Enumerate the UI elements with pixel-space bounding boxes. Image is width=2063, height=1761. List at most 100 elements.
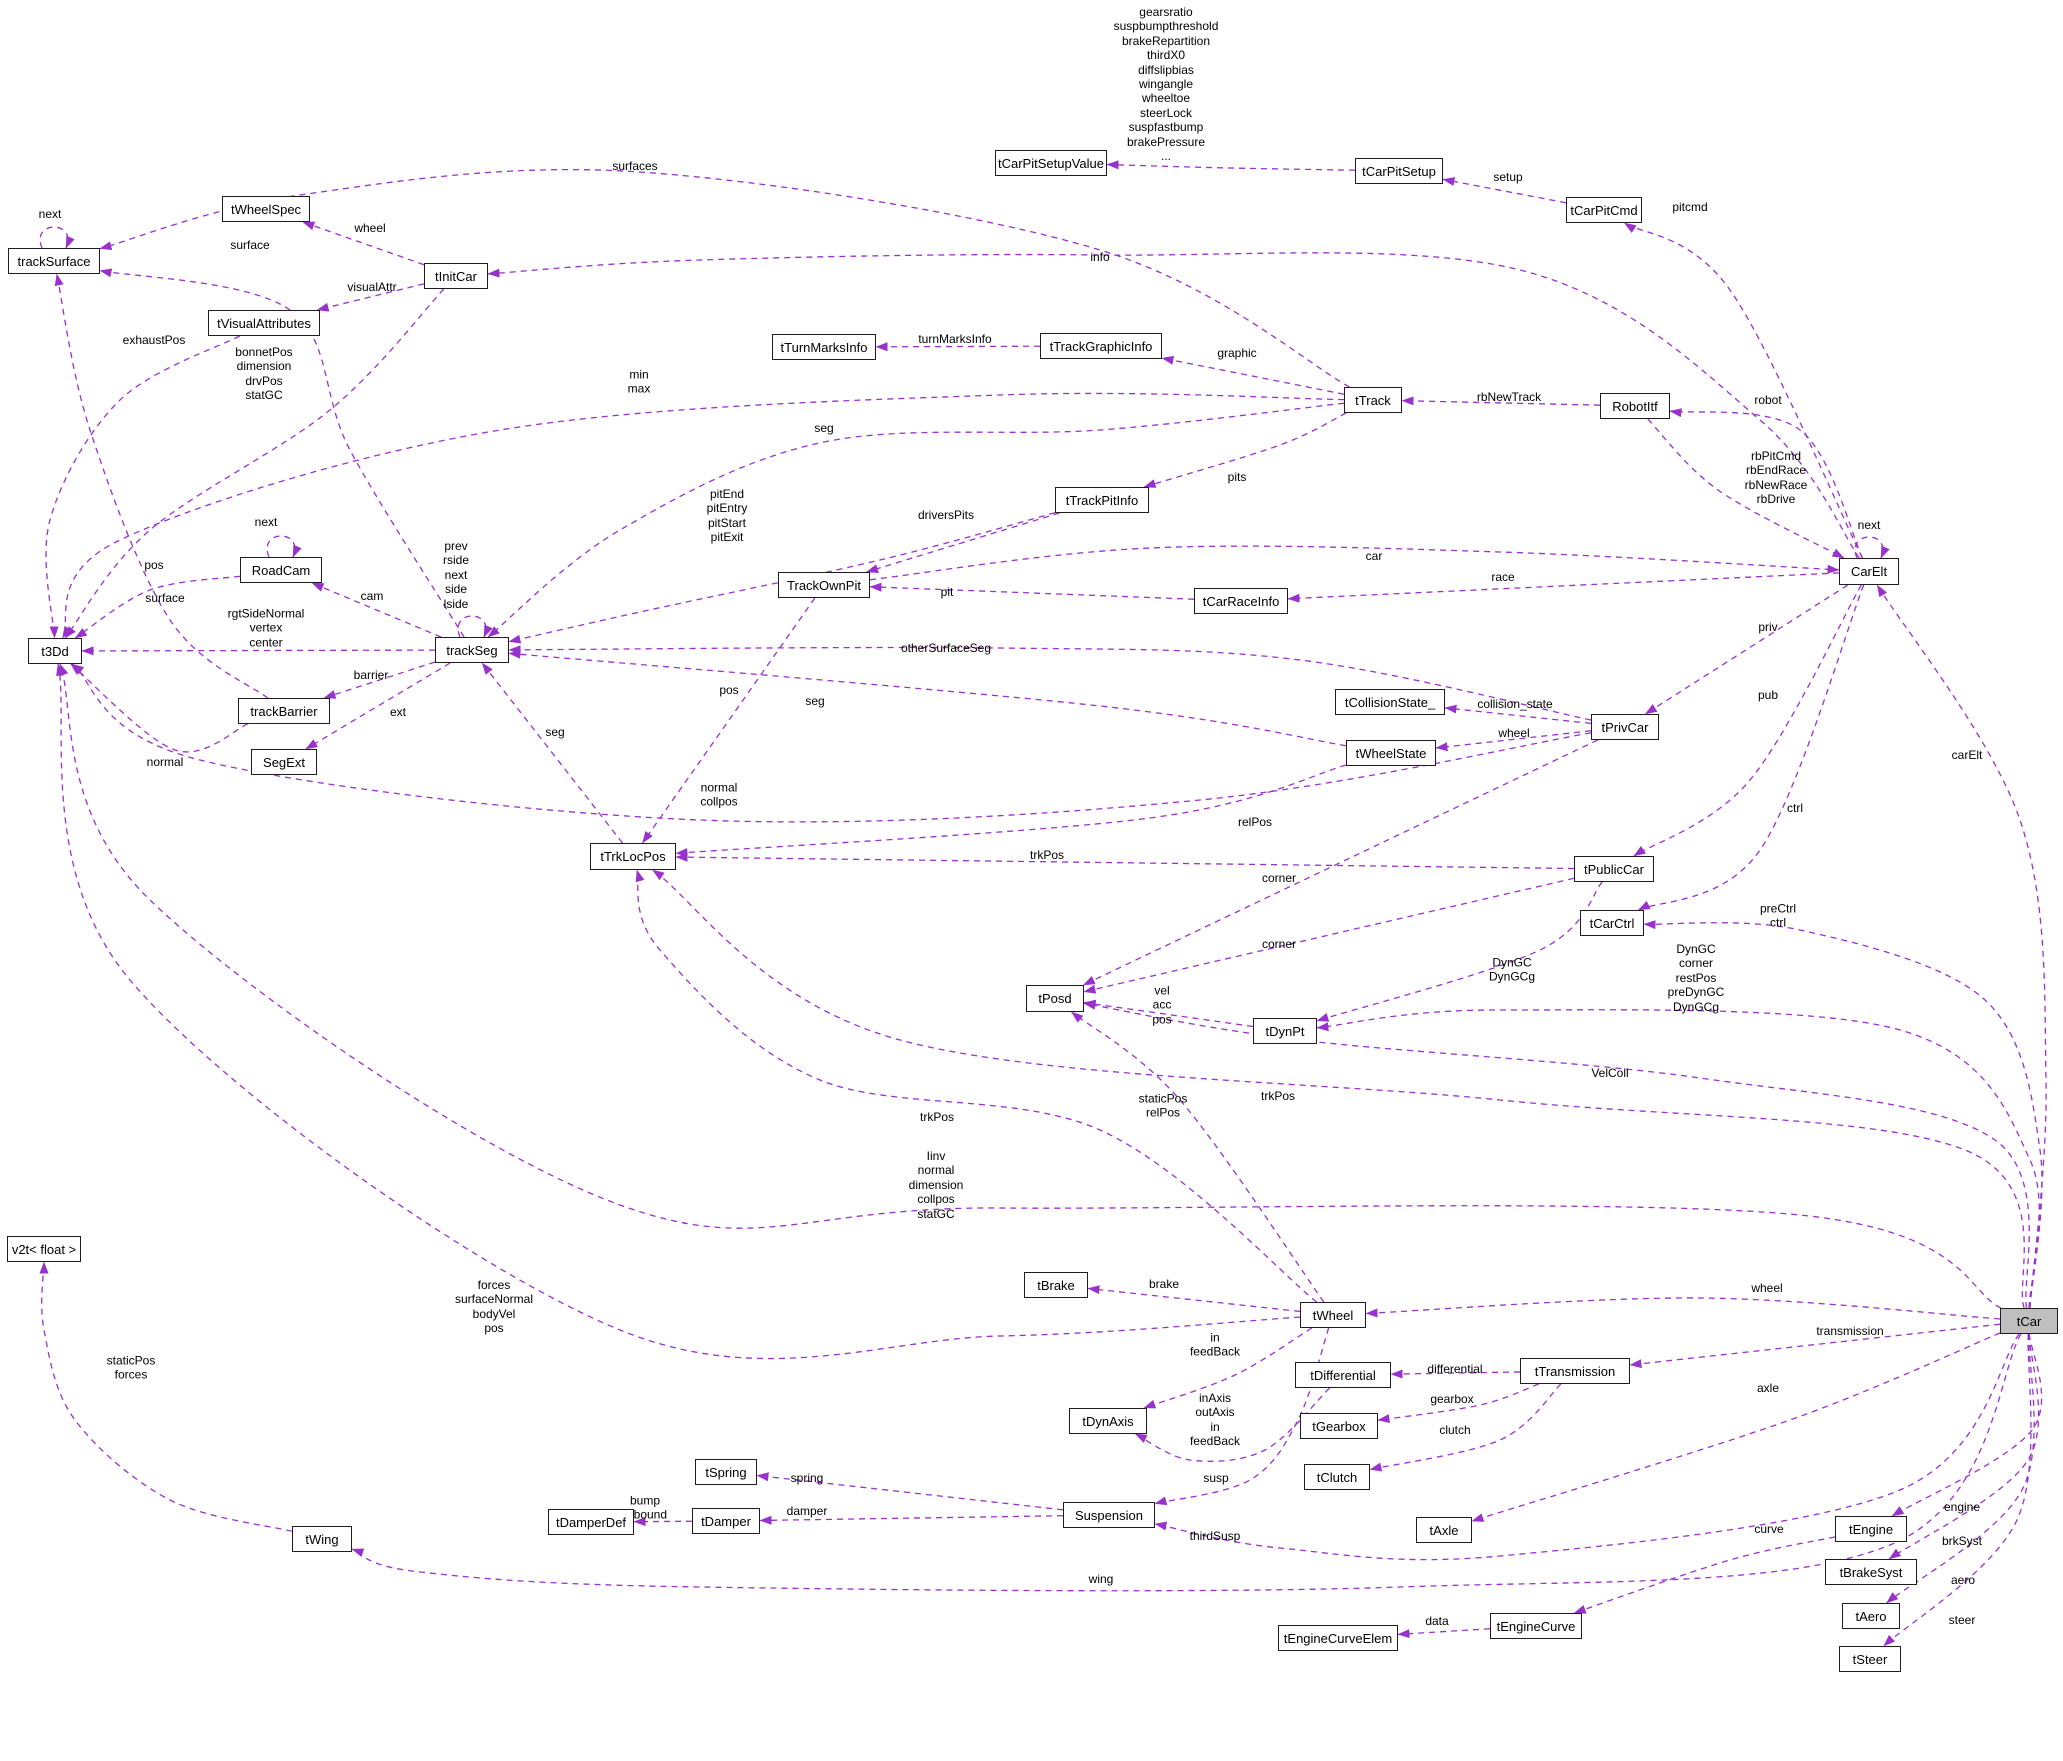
edge-TrackOwnPit-CarElt [869,545,1840,581]
node-tEngine[interactable]: tEngine [1835,1516,1907,1542]
node-Suspension[interactable]: Suspension [1063,1502,1155,1528]
node-v2t[interactable]: v2t< float > [7,1236,81,1262]
edge-tInitCar-t3Dd [64,288,445,639]
edge-tCar-tAero [1886,1333,2035,1604]
edge-tCarPitCmd-tCarPitSetup [1442,177,1567,204]
edge-trackSurface-trackSurface [39,226,75,249]
node-SegExt[interactable]: SegExt [251,749,317,775]
edge-tWheelState-tTrkLocPos [675,764,1347,857]
node-tBrake[interactable]: tBrake [1024,1272,1088,1298]
edge-tInitCar-tVisualAttributes [316,283,425,312]
node-tCar[interactable]: tCar [2000,1308,2058,1334]
node-tDynAxis[interactable]: tDynAxis [1069,1408,1147,1434]
edge-tCarRaceInfo-TrackOwnPit [869,582,1195,600]
node-tCarPitSetupValue[interactable]: tCarPitSetupValue [995,150,1107,176]
edge-trackSeg-t3Dd [81,646,436,656]
node-tGearbox[interactable]: tGearbox [1300,1413,1378,1439]
edge-tPublicCar-tTrkLocPos [675,852,1575,870]
node-tPublicCar[interactable]: tPublicCar [1574,856,1654,882]
edge-tCar-tSteer [1883,1333,2032,1647]
edge-tPrivCar-trackSeg [508,645,1592,721]
node-tEngineCurveElem[interactable]: tEngineCurveElem [1278,1625,1398,1651]
node-tInitCar[interactable]: tInitCar [424,263,488,289]
edge-tTrackPitInfo-trackSeg [508,512,1056,644]
node-tDynPt[interactable]: tDynPt [1253,1018,1317,1044]
edge-tCar-tBrakeSyst [1888,1333,2040,1560]
edge-tTrackPitInfo-TrackOwnPit [866,512,1060,573]
node-tPrivCar[interactable]: tPrivCar [1591,714,1659,740]
node-tTransmission[interactable]: tTransmission [1520,1358,1630,1384]
edge-tWheelState-trackSeg [508,649,1347,747]
edge-tTrackGraphicInfo-tTurnMarksInfo [875,342,1041,352]
node-RoadCam[interactable]: RoadCam [240,557,322,583]
node-tVisualAttributes[interactable]: tVisualAttributes [208,310,320,336]
node-tTurnMarksInfo[interactable]: tTurnMarksInfo [772,334,876,360]
node-tTrack[interactable]: tTrack [1344,387,1402,413]
edge-tTrack-trackSeg [487,402,1345,638]
node-tWheelState[interactable]: tWheelState [1346,740,1436,766]
edge-tPrivCar-tWheelState [1435,730,1592,752]
node-tWheelSpec[interactable]: tWheelSpec [222,196,310,222]
node-tWheel[interactable]: tWheel [1300,1302,1366,1328]
edge-RobotItf-CarElt [1647,418,1845,559]
node-RobotItf[interactable]: RobotItf [1600,393,1670,419]
edge-tPublicCar-tPosd [1083,877,1575,994]
node-tDamperDef[interactable]: tDamperDef [548,1509,634,1535]
edge-tCar-tEngine [1891,1333,2043,1517]
edge-tCar-tTrkLocPos [652,869,2025,1309]
edge-trackBarrier-t3Dd [70,663,248,753]
node-TrackOwnPit[interactable]: TrackOwnPit [778,572,870,598]
node-CarElt[interactable]: CarElt [1839,558,1899,585]
edge-CarElt-tCarPitCmd [1624,222,1863,559]
edge-tEngine-tEngineCurve [1573,1536,1836,1614]
edge-tTransmission-tClutch [1369,1383,1562,1472]
edge-tCar-tAxle [1471,1332,2001,1522]
node-tEngineCurve[interactable]: tEngineCurve [1490,1613,1582,1639]
node-t3Dd[interactable]: t3Dd [28,638,82,664]
node-tSpring[interactable]: tSpring [695,1459,757,1485]
edge-tDynPt-tPosd [1083,999,1254,1028]
edge-tCar-tWheel [1365,1297,2001,1320]
edge-tCar-tPosd [1083,1000,2030,1309]
edge-CarElt-CarElt [1854,536,1890,559]
edge-tPrivCar-tCollisionState_ [1444,704,1592,725]
edge-tEngineCurve-tEngineCurveElem [1397,1628,1491,1639]
edge-RoadCam-RoadCam [266,535,302,558]
edge-CarElt-tCarCtrl [1637,584,1865,911]
node-tCarPitSetup[interactable]: tCarPitSetup [1355,158,1443,184]
node-tDamper[interactable]: tDamper [692,1508,760,1534]
node-trackSeg[interactable]: trackSeg [435,637,509,663]
node-tSteer[interactable]: tSteer [1839,1646,1901,1672]
node-tCarRaceInfo[interactable]: tCarRaceInfo [1194,588,1288,614]
edge-CarElt-tPrivCar [1644,584,1849,715]
edge-tTrack-tTrackGraphicInfo [1161,355,1345,395]
node-tAero[interactable]: tAero [1842,1603,1900,1629]
node-trackBarrier[interactable]: trackBarrier [238,698,330,724]
node-tWing[interactable]: tWing [292,1526,352,1552]
node-tClutch[interactable]: tClutch [1304,1464,1370,1490]
edge-trackBarrier-trackSurface [54,273,269,699]
node-tCarCtrl[interactable]: tCarCtrl [1580,910,1644,936]
node-tBrakeSyst[interactable]: tBrakeSyst [1825,1559,1917,1585]
edge-Suspension-tSpring [756,1472,1064,1511]
node-tTrkLocPos[interactable]: tTrkLocPos [590,843,676,870]
edge-tTrack-t3Dd [62,392,1345,639]
edge-CarElt-RobotItf [1669,408,1864,559]
node-tTrackPitInfo[interactable]: tTrackPitInfo [1055,487,1149,513]
node-tCollisionState_[interactable]: tCollisionState_ [1335,689,1445,715]
edge-CarElt-tInitCar [487,252,1860,559]
node-tPosd[interactable]: tPosd [1026,985,1084,1012]
edge-tWheel-tTrkLocPos [635,869,1318,1303]
node-tDifferential[interactable]: tDifferential [1295,1362,1391,1388]
edge-tVisualAttributes-t3Dd [45,335,240,639]
edge-tCar-tDynPt [1316,1009,2040,1309]
node-tAxle[interactable]: tAxle [1416,1517,1472,1543]
edge-trackSeg-RoadCam [311,582,442,638]
node-trackSurface[interactable]: trackSurface [8,248,100,274]
edge-tPublicCar-tDynPt [1316,881,1603,1022]
edge-tCar-tTransmission [1629,1323,2001,1369]
node-tCarPitCmd[interactable]: tCarPitCmd [1566,197,1642,223]
node-tTrackGraphicInfo[interactable]: tTrackGraphicInfo [1040,333,1162,359]
